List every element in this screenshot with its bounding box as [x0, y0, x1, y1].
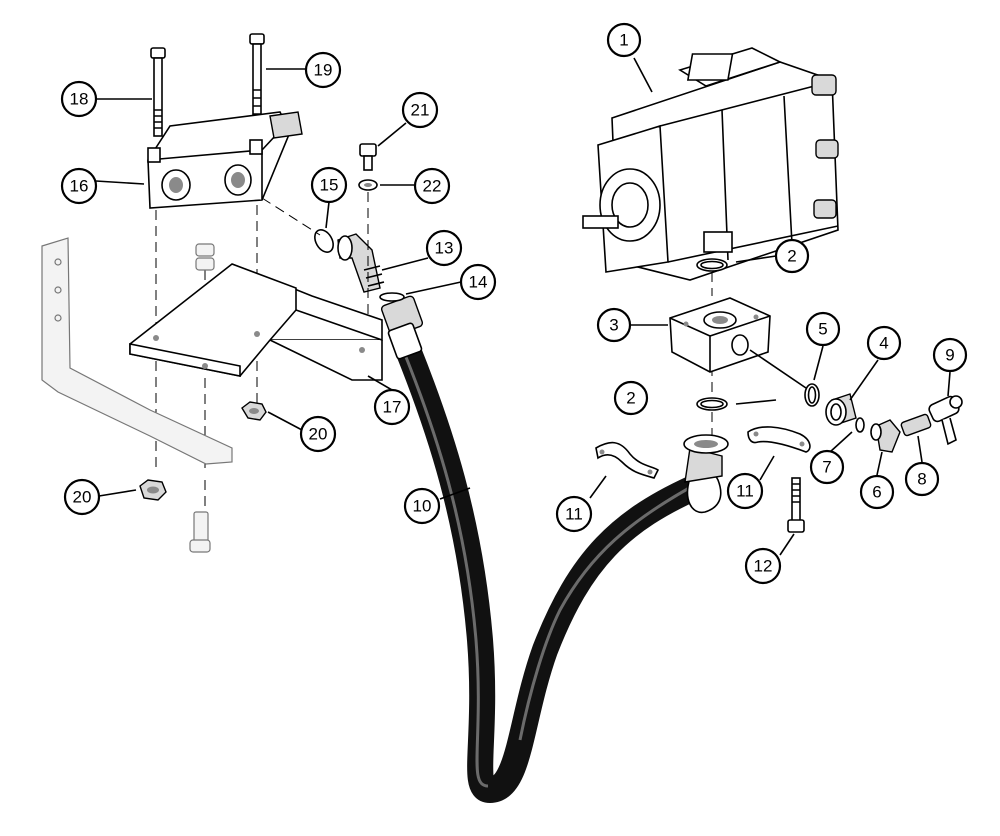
- straight-fitting: [900, 413, 932, 437]
- callout-12: 12: [744, 547, 782, 585]
- lock-washer: [358, 179, 378, 191]
- callout-2a: 2: [774, 238, 810, 274]
- callout-10: 10: [403, 487, 441, 525]
- svg-text:3: 3: [609, 316, 618, 335]
- split-flange-left: [595, 441, 660, 479]
- mounting-bracket-ghost: [41, 237, 233, 465]
- svg-text:20: 20: [73, 488, 92, 507]
- callout-7: 7: [809, 449, 845, 485]
- svg-text:13: 13: [435, 239, 454, 258]
- svg-text:7: 7: [822, 458, 831, 477]
- callout-20a: 20: [299, 415, 337, 453]
- nut-lower: [139, 479, 167, 501]
- callout-6: 6: [859, 474, 895, 510]
- svg-text:11: 11: [565, 505, 583, 524]
- callout-18: 18: [60, 80, 98, 118]
- svg-text:2: 2: [787, 247, 796, 266]
- hose-fitting-upper: [380, 295, 424, 360]
- callout-13: 13: [425, 229, 463, 267]
- callout-11a: 11: [555, 495, 593, 533]
- callout-8: 8: [904, 461, 940, 497]
- svg-text:17: 17: [383, 398, 402, 417]
- svg-text:18: 18: [70, 90, 89, 109]
- test-coupling: [928, 395, 963, 446]
- o-ring-side: [804, 383, 820, 407]
- callout-11b: 11: [726, 472, 764, 510]
- svg-text:21: 21: [411, 101, 430, 120]
- split-flange-right: [747, 426, 811, 453]
- callout-4: 4: [866, 325, 902, 361]
- callout-14: 14: [459, 263, 497, 301]
- o-ring-upper: [696, 258, 728, 272]
- svg-text:4: 4: [879, 334, 888, 353]
- callout-21: 21: [401, 91, 439, 129]
- svg-text:11: 11: [736, 482, 754, 501]
- nut-upper: [241, 401, 267, 421]
- callout-2b: 2: [613, 380, 649, 416]
- bolt-long-right: [249, 33, 265, 145]
- 45-degree-fitting: [337, 233, 385, 293]
- callout-1: 1: [606, 22, 642, 58]
- spacer-ghost: [195, 243, 215, 271]
- svg-text:14: 14: [469, 273, 488, 292]
- o-ring-small: [855, 417, 865, 433]
- callout-20b: 20: [63, 478, 101, 516]
- mounting-plate: [129, 263, 383, 381]
- svg-text:1: 1: [619, 31, 628, 50]
- control-valve: [147, 111, 303, 209]
- callout-19: 19: [304, 51, 342, 89]
- svg-text:2: 2: [626, 389, 635, 408]
- svg-text:5: 5: [818, 320, 827, 339]
- hose-elbow-fitting: [683, 434, 729, 514]
- elbow-fitting: [870, 419, 901, 453]
- small-bolt: [359, 143, 377, 171]
- callout-22: 22: [413, 167, 451, 205]
- bolt-ghost: [189, 511, 211, 553]
- svg-text:15: 15: [320, 176, 339, 195]
- svg-text:19: 19: [314, 61, 333, 80]
- flange-bolt: [787, 477, 805, 533]
- bolt-long-left: [150, 47, 166, 137]
- svg-text:22: 22: [423, 177, 442, 196]
- svg-text:10: 10: [413, 497, 432, 516]
- callout-16: 16: [60, 167, 98, 205]
- callout-9: 9: [932, 337, 968, 373]
- callout-15: 15: [310, 166, 348, 204]
- callout-5: 5: [805, 311, 841, 347]
- o-ring-fitting: [379, 292, 405, 302]
- callout-3: 3: [596, 307, 632, 343]
- hydraulic-hose: [395, 337, 713, 804]
- callout-17: 17: [373, 388, 411, 426]
- hydraulic-pump: [582, 47, 839, 281]
- svg-text:6: 6: [872, 483, 881, 502]
- svg-text:8: 8: [917, 470, 926, 489]
- o-ring-lower: [696, 397, 728, 411]
- o-ring-valve: [314, 229, 334, 253]
- svg-text:20: 20: [309, 425, 328, 444]
- svg-text:16: 16: [70, 177, 89, 196]
- leader-lines: [95, 57, 951, 556]
- adapter-fitting: [825, 393, 857, 426]
- svg-text:12: 12: [754, 557, 773, 576]
- adapter-block: [669, 297, 771, 373]
- svg-text:9: 9: [945, 346, 954, 365]
